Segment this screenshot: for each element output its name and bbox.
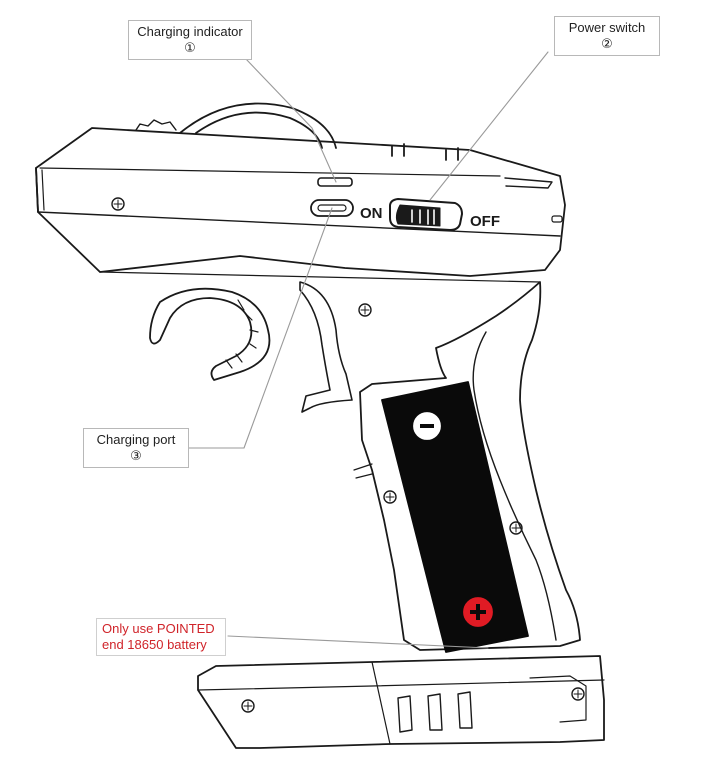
upper-body bbox=[35, 127, 566, 283]
power-switch-callout: Power switch ② bbox=[554, 16, 660, 56]
charging-port-callout: Charging port ③ bbox=[83, 428, 189, 468]
callout-number: ③ bbox=[130, 448, 142, 463]
warning-line-2: end 18650 battery bbox=[102, 637, 207, 652]
charging-port-usb bbox=[310, 199, 354, 217]
handle-body bbox=[299, 281, 581, 651]
charging-indicator-callout: Charging indicator ① bbox=[128, 20, 252, 60]
throttle-trigger bbox=[149, 287, 271, 381]
switch-on-label: ON bbox=[360, 205, 383, 222]
battery bbox=[381, 381, 529, 653]
leader-lines bbox=[187, 51, 549, 649]
warning-line-1: Only use POINTED bbox=[102, 621, 215, 636]
base bbox=[197, 655, 605, 749]
charging-indicator-led bbox=[317, 177, 353, 187]
callout-label: Charging indicator bbox=[137, 24, 243, 39]
callout-label: Power switch bbox=[568, 20, 646, 35]
callout-label: Charging port bbox=[96, 432, 176, 447]
battery-warning-callout: Only use POINTED end 18650 battery bbox=[96, 618, 226, 656]
power-switch bbox=[389, 198, 463, 231]
switch-off-label: OFF bbox=[470, 213, 500, 230]
callout-number: ① bbox=[184, 40, 196, 55]
callout-number: ② bbox=[601, 36, 613, 51]
